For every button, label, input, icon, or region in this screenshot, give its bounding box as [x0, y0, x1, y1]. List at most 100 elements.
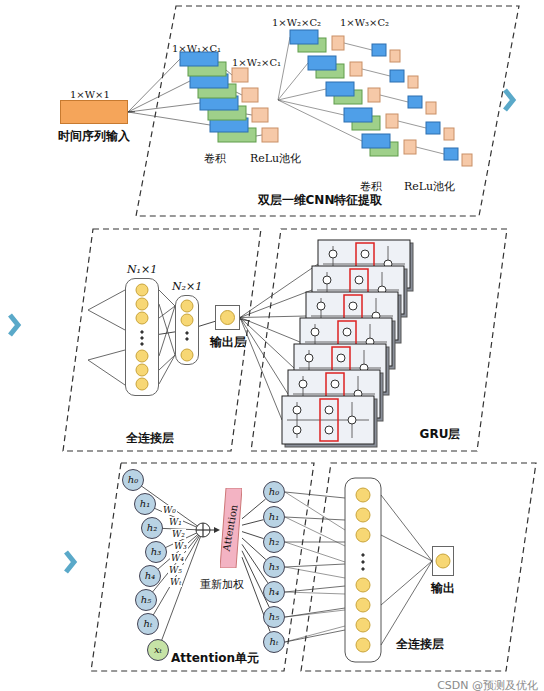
state-label: xₜ — [154, 644, 162, 656]
feature-map — [444, 148, 458, 160]
gru-wire — [323, 264, 405, 265]
gru-node — [325, 426, 333, 434]
gru-node — [293, 406, 301, 414]
gru-wire — [305, 342, 387, 343]
caption-text: 输出 — [431, 581, 455, 595]
region-heading: 全连接层 — [396, 634, 444, 652]
gru-wire — [293, 394, 375, 395]
fan-line — [344, 43, 372, 50]
gru-wire — [311, 316, 393, 317]
flow-chevron — [505, 90, 513, 110]
fan-line — [88, 350, 125, 360]
input-box: 时间序列输入 — [60, 100, 128, 124]
hidden-state-circle: h₀ — [263, 481, 285, 503]
connector — [128, 111, 135, 112]
fan-line — [128, 103, 200, 112]
weight-label: W₁ — [168, 517, 183, 527]
fan-line — [285, 492, 345, 530]
neuron — [136, 298, 148, 310]
dimension-label: 1×W×1 — [70, 89, 110, 100]
label: 1×W₂×C₂ — [272, 12, 321, 30]
dashed-border — [63, 229, 261, 451]
dashed-region: Attention单元h₀h₁h₂h₃h₄h₅hₜxₜAttentionh₀h₁… — [90, 462, 315, 672]
weight-label: W₅ — [168, 565, 183, 575]
weight-label: W₀ — [162, 505, 177, 515]
heading-text: Attention单元 — [171, 651, 259, 665]
neuron — [136, 312, 148, 324]
label: W₁ — [168, 511, 183, 529]
ellipsis-dot — [362, 561, 364, 563]
pooled-map — [444, 128, 454, 140]
caption-text: N₂×1 — [172, 280, 202, 293]
fan-line — [159, 306, 175, 356]
fan-line — [362, 69, 390, 76]
fan-line — [380, 95, 408, 102]
neuron — [356, 508, 370, 522]
feature-map — [290, 30, 318, 44]
pooled-map — [386, 114, 398, 128]
dimension-label: 1×W₁×C₁ — [172, 43, 221, 54]
gru-node — [317, 302, 325, 310]
label: Wₜ — [169, 571, 182, 589]
neuron — [356, 638, 370, 652]
connector — [159, 332, 175, 334]
pooled-map — [242, 88, 258, 102]
neuron — [181, 349, 193, 361]
feature-map — [308, 56, 336, 70]
feature-map — [344, 108, 372, 122]
fan-line — [128, 112, 210, 125]
state-label: h₃ — [269, 561, 279, 573]
pooled-map — [350, 62, 362, 76]
state-label: h₅ — [141, 594, 151, 606]
pooled-map — [404, 140, 416, 154]
caption-text: N₁×1 — [127, 263, 157, 276]
pooled-map — [232, 68, 248, 82]
state-label: hₜ — [144, 618, 153, 630]
layer-column: N₁×1 — [125, 278, 159, 396]
pooled-map — [332, 36, 344, 50]
fan-line — [278, 89, 326, 100]
fan-line — [285, 626, 345, 642]
fan-line — [256, 135, 262, 136]
weight-label: W₃ — [173, 541, 188, 551]
fan-line — [285, 608, 345, 617]
gru-wire — [299, 368, 381, 369]
gru-node — [348, 416, 356, 424]
fan-line — [285, 517, 345, 520]
attention-block: Attention — [220, 488, 242, 568]
gru-node — [305, 354, 313, 362]
node-caption: 输出 — [431, 578, 455, 596]
feature-map — [390, 70, 404, 82]
sum-symbol — [196, 523, 210, 537]
fan-line — [285, 564, 345, 567]
fan-line — [381, 561, 432, 645]
watermark: CSDN @预测及优化 — [437, 679, 538, 691]
weight-label: Wₜ — [169, 577, 182, 587]
feature-map — [326, 82, 354, 96]
label: 重新加权 — [200, 574, 244, 592]
dense-layer — [345, 478, 381, 662]
hidden-state-circle: h₅ — [263, 606, 285, 628]
dimension-label: 重新加权 — [200, 578, 244, 591]
fan-line — [285, 542, 345, 543]
fan-line — [88, 310, 125, 330]
neuron — [436, 554, 450, 568]
gru-gate — [320, 399, 338, 441]
label: 1×W₃×C₂ — [340, 12, 389, 30]
neuron — [136, 378, 148, 390]
flow-chevron — [66, 552, 74, 572]
state-label: h₁ — [140, 498, 150, 510]
gru-node — [329, 250, 337, 258]
fan-line — [278, 37, 290, 100]
region-outline — [250, 228, 508, 452]
neuron — [356, 618, 370, 632]
state-label: h₀ — [128, 474, 138, 486]
pooled-map — [462, 154, 472, 166]
hidden-state-circle: h₅ — [135, 589, 157, 611]
fan-line — [285, 592, 345, 594]
output-box: 输出 — [432, 546, 454, 576]
heading-text: 双层一维CNN特征提取 — [258, 193, 383, 207]
attention-fill — [220, 488, 242, 568]
fan-line — [381, 535, 432, 561]
dashed-region: 全连接层 输出 — [300, 462, 537, 672]
